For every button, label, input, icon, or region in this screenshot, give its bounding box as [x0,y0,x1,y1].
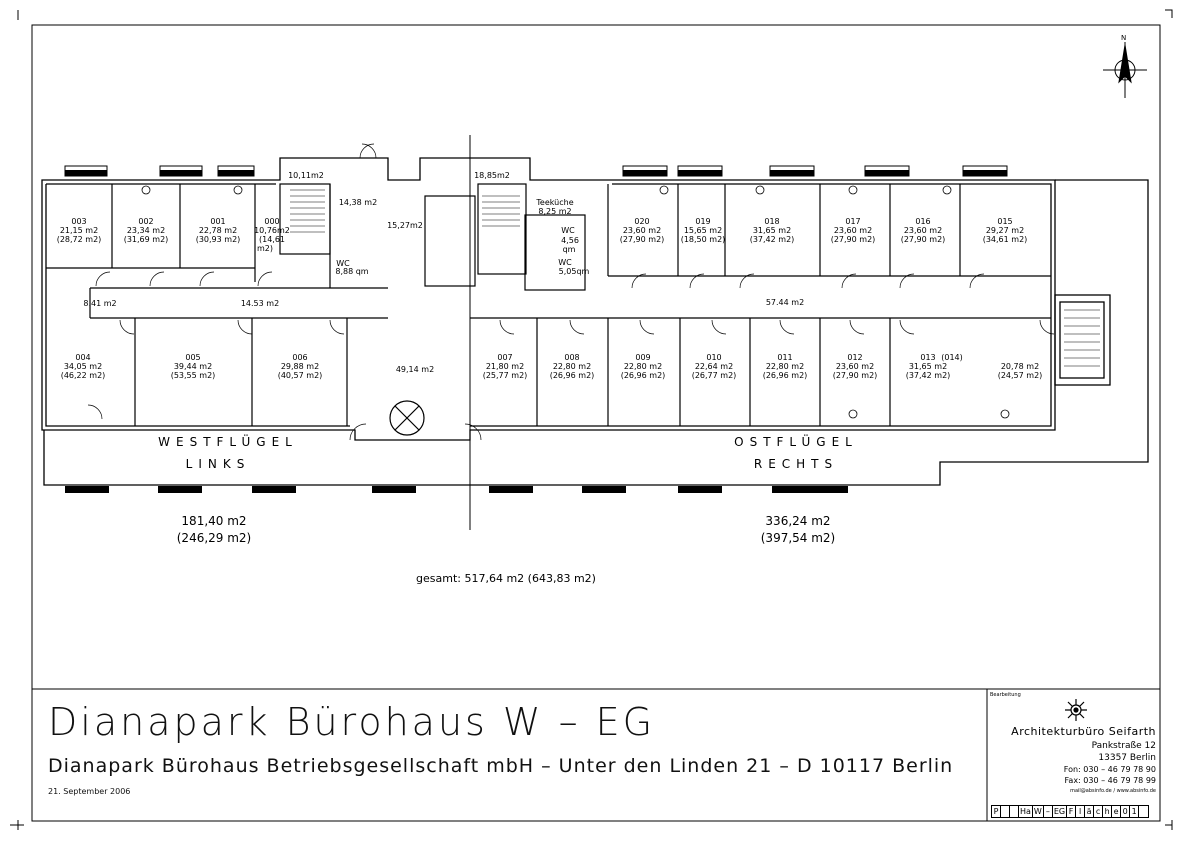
drawing-subtitle: Dianapark Bürohaus Betriebsgesellschaft … [48,755,954,777]
windows-top [65,170,1007,176]
code-cell: 1 [1130,806,1140,817]
code-cell: Ha [1020,806,1033,817]
door-swings [87,143,1055,441]
teekueche: Teeküche [535,198,573,207]
code-cell: P [992,806,1001,817]
drawing-date: 21. September 2006 [48,787,131,796]
corridor-1453: 14.53 m2 [241,299,279,308]
code-cell: l [1076,806,1086,817]
stair-left-area: 10,11m2 [288,171,324,180]
building-walls [41,157,1149,486]
office-name: Architekturbüro Seifarth [1011,725,1156,738]
corridor-5744: 57.44 m2 [766,298,804,307]
teekueche-area: 8,25 m2 [538,207,571,216]
wc-mid: WC [561,226,575,235]
west-wing-side: LINKS [186,457,251,471]
office-logo-icon [1065,699,1087,721]
office-block: Bearbeitung Architekturbüro Seifarth Pan… [988,692,1160,802]
code-cell: ä [1085,806,1095,817]
column-markers [141,185,1010,419]
drawing-frame [31,24,1161,822]
code-cell: e [1112,806,1122,817]
east-wing-side: RECHTS [754,457,838,471]
wc-right-area: 5,05qm [559,267,590,276]
wing-labels: WESTFLÜGEL LINKS OSTFLÜGEL RECHTS [158,433,858,471]
bearbeitung-label: Bearbeitung [990,692,1021,698]
office-street: Pankstraße 12 [1091,741,1156,751]
code-cell: EG [1053,806,1068,817]
corridor-841: 8.41 m2 [83,299,116,308]
wc-mid-area: 4,56 [561,236,579,245]
drawing-title: Dianapark Bürohaus W – EG [48,700,656,744]
windows-bottom [65,486,848,493]
room-1438: 14,38 m2 [339,198,377,207]
area-totals: 181,40 m2 (246,29 m2) 336,24 m2 (397,54 … [177,514,836,585]
code-cell [1139,806,1148,817]
code-cell: W [1033,806,1044,817]
north-arrow-icon [1103,42,1147,98]
wc-left: WC [336,259,350,268]
west-wing-name: WESTFLÜGEL [158,433,298,449]
east-gross: (397,54 m2) [761,531,836,545]
lobby-area: 49,14 m2 [396,365,434,374]
revolving-door-icon [389,400,425,436]
drawing-code: P Ha W – EG F l ä c h e 0 1 [991,805,1150,818]
wc-right: WC [558,258,572,267]
office-phone: Fon: 030 – 46 79 78 90 [1063,765,1156,774]
code-cell: c [1094,806,1104,817]
wc-left-area: 8,88 qm [335,267,368,276]
code-cell: F [1067,806,1077,817]
code-cell [1001,806,1010,817]
room-014-number: (014) [941,353,963,362]
room-1527: 15,27m2 [387,221,423,230]
code-cell: 0 [1121,806,1131,817]
east-wing-name: OSTFLÜGEL [734,433,858,449]
east-net: 336,24 m2 [765,514,830,528]
west-gross: (246,29 m2) [177,531,252,545]
wc-mid-unit: qm [563,245,576,254]
stair-treads [290,189,1100,367]
windows-top-outline [64,165,1008,177]
room-014: 20,78 m2(24,57 m2) [998,362,1043,380]
interior-walls [46,183,1051,426]
west-net: 181,40 m2 [181,514,246,528]
code-cell: h [1103,806,1113,817]
room-1885: 18,85m2 [474,171,510,180]
north-label: N [1121,34,1126,42]
code-cell: – [1044,806,1053,817]
office-city: 13357 Berlin [1098,753,1156,763]
office-web: mail@absinfo.de / www.absinfo.de [1070,788,1156,794]
office-fax: Fax: 030 – 46 79 78 99 [1064,776,1156,785]
code-cell [1010,806,1019,817]
overall-total: gesamt: 517,64 m2 (643,83 m2) [416,572,596,585]
crop-marks [10,9,1173,830]
